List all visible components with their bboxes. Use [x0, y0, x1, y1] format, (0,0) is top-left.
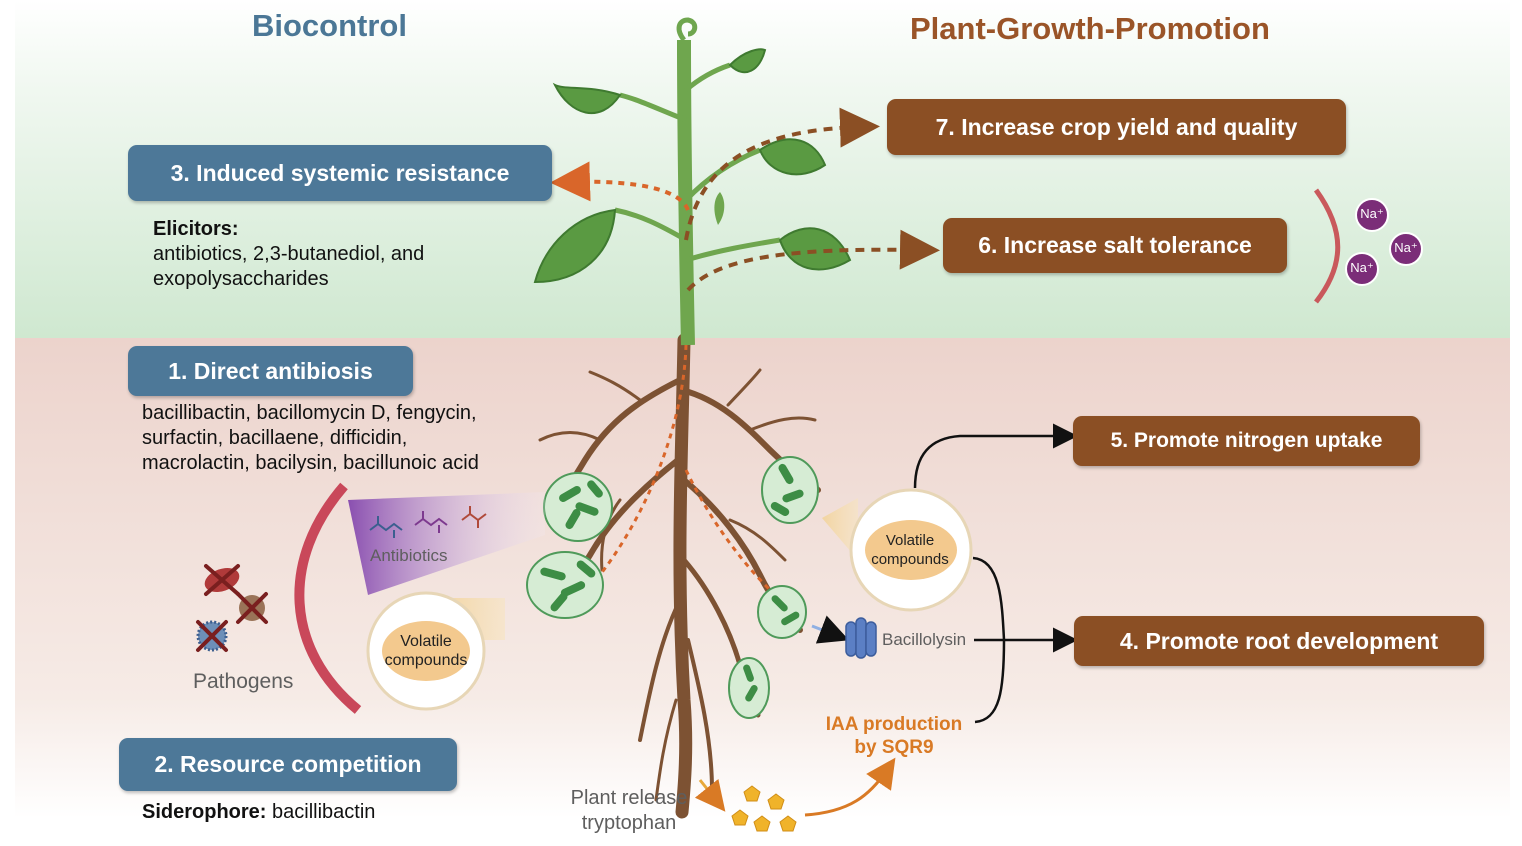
plant-release-line-2: tryptophan	[581, 812, 677, 834]
biocontrol-header: Biocontrol	[252, 8, 407, 43]
salt-arrow	[686, 229, 940, 292]
isr-box: 3. Induced systemic resistance	[128, 145, 552, 201]
bacillolysin-label: Bacillolysin	[882, 630, 967, 649]
volatile-cloud-left	[382, 621, 470, 681]
volatile-right-line-2: compounds	[871, 551, 949, 568]
plant-release-label: Plant release tryptophan	[554, 786, 704, 836]
tryptophan-molecules	[731, 785, 797, 832]
nitrogen-box: 5. Promote nitrogen uptake	[1073, 416, 1420, 466]
root-dotted-line-2	[684, 469, 772, 592]
nitrogen-arrow	[913, 423, 1078, 489]
pathogen-cells	[196, 564, 268, 652]
salt-box: 6. Increase salt tolerance	[943, 218, 1287, 273]
salt-bracket	[1313, 188, 1341, 304]
iaa-connector	[974, 639, 1006, 724]
plant-release-line-1: Plant release	[570, 787, 688, 809]
competition-description: Siderophore: bacillibactin	[142, 800, 375, 825]
iaa-arrow	[804, 757, 896, 817]
isr-description: Elicitors: antibiotics, 2,3-butanediol, …	[153, 217, 424, 292]
bacillolysin-arrow	[811, 615, 850, 644]
elicitors-line-1: antibiotics, 2,3-butanediol, and	[153, 243, 425, 265]
antibiosis-box: 1. Direct antibiosis	[128, 346, 413, 396]
volatile-left-line-1: Volatile	[400, 633, 452, 650]
antibiosis-line-2: surfactin, bacillaene, difficidin,	[142, 427, 408, 449]
volatile-left-line-2: compounds	[384, 652, 468, 669]
root-dotted-line	[598, 344, 688, 576]
antibiotic-molecules	[369, 506, 487, 538]
iaa-line-2: by SQR9	[854, 737, 934, 758]
na-ion-label-3: Na⁺	[1350, 260, 1374, 275]
yield-box: 7. Increase crop yield and quality	[887, 99, 1346, 155]
volatile-right-line-1: Volatile	[885, 532, 935, 549]
tryptophan-arrow	[694, 778, 726, 812]
iaa-label: IAA production by SQR9	[814, 713, 974, 759]
antibiotics-label: Antibiotics	[370, 546, 448, 565]
competition-box: 2. Resource competition	[119, 738, 457, 791]
volatile-beam-right	[822, 498, 858, 560]
antibiosis-line-1: bacillibactin, bacillomycin D, fengycin,	[142, 402, 477, 424]
yield-arrow	[684, 107, 880, 241]
antibiotics-cone	[348, 492, 545, 595]
volatile-label-right: Volatile compounds	[860, 531, 960, 569]
elicitors-line-2: exopolysaccharides	[153, 268, 329, 290]
antibiosis-line-3: macrolactin, bacilysin, bacillunoic acid	[142, 452, 479, 474]
volatile-label-left: Volatile compounds	[376, 632, 476, 670]
volatile-cloud-right	[865, 520, 957, 580]
plant-shoot	[533, 17, 852, 346]
siderophore-heading: Siderophore:	[142, 801, 267, 823]
iaa-line-1: IAA production	[825, 714, 963, 735]
bacillolysin-protein	[845, 617, 877, 659]
na-ions	[1345, 198, 1423, 286]
defense-barrier	[294, 482, 362, 714]
volatile-connector	[972, 556, 1006, 641]
pgp-header: Plant-Growth-Promotion	[910, 11, 1270, 46]
pathogens-label: Pathogens	[193, 670, 294, 693]
na-ion-label-1: Na⁺	[1360, 206, 1384, 221]
siderophore-value: bacillibactin	[272, 801, 376, 823]
elicitors-heading: Elicitors:	[153, 218, 239, 240]
root-box: 4. Promote root development	[1074, 616, 1484, 666]
na-ion-label-2: Na⁺	[1394, 240, 1418, 255]
antibiosis-description: bacillibactin, bacillomycin D, fengycin,…	[142, 401, 479, 476]
